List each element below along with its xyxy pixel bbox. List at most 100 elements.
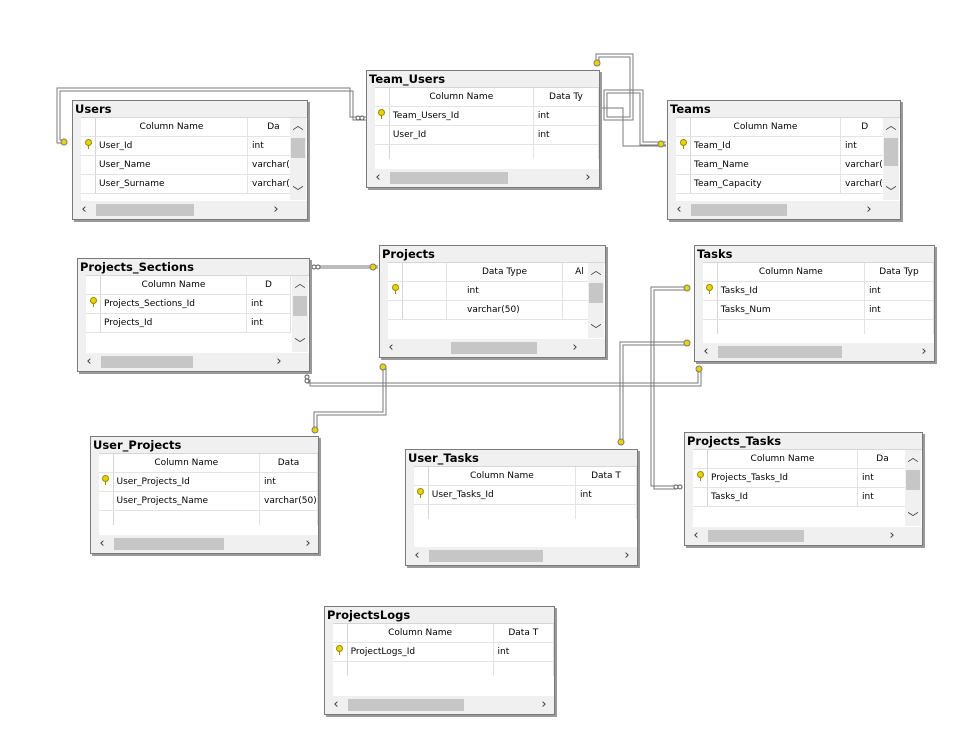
table-user-projects[interactable]: User_Projects Column Name Data User_Proj… <box>90 436 319 554</box>
table-row[interactable]: int <box>388 281 597 301</box>
scroll-thumb[interactable] <box>96 204 194 216</box>
chevron-up-icon[interactable]: ︿ <box>907 451 919 464</box>
chevron-left-icon[interactable]: ‹ <box>81 202 87 217</box>
table-row[interactable]: Tasks_Id int <box>703 281 934 301</box>
chevron-up-icon[interactable]: ︿ <box>590 264 602 277</box>
row-selector[interactable] <box>703 281 718 301</box>
row-selector[interactable] <box>676 174 691 194</box>
row-selector[interactable] <box>81 136 96 156</box>
chevron-down-icon[interactable]: ﹀ <box>294 337 306 350</box>
row-selector[interactable] <box>388 281 403 301</box>
scroll-thumb[interactable] <box>906 470 920 490</box>
row-selector[interactable] <box>693 487 708 507</box>
scroll-thumb[interactable] <box>691 204 787 216</box>
row-selector[interactable] <box>86 294 101 314</box>
row-selector[interactable] <box>676 155 691 175</box>
chevron-right-icon[interactable]: › <box>276 354 282 369</box>
row-selector[interactable] <box>676 136 691 156</box>
vertical-scrollbar[interactable]: ︿ ﹀ <box>290 118 306 200</box>
horizontal-scrollbar[interactable]: ‹ › <box>381 340 604 356</box>
chevron-up-icon[interactable]: ︿ <box>292 119 304 132</box>
table-row[interactable]: Projects_Sections_Id int <box>86 294 291 314</box>
table-row[interactable]: Tasks_Id int <box>693 487 908 507</box>
chevron-right-icon[interactable]: › <box>572 340 578 355</box>
row-selector[interactable] <box>703 300 718 320</box>
chevron-left-icon[interactable]: ‹ <box>676 202 682 217</box>
scroll-thumb[interactable] <box>429 550 543 562</box>
scroll-thumb[interactable] <box>451 342 537 354</box>
row-selector[interactable] <box>375 106 390 126</box>
chevron-left-icon[interactable]: ‹ <box>86 354 92 369</box>
table-row[interactable]: Team_Users_Id int <box>375 106 599 126</box>
horizontal-scrollbar[interactable]: ‹ › <box>407 548 636 564</box>
table-row[interactable]: Team_Name varchar(5 <box>676 155 890 175</box>
table-user-tasks[interactable]: User_Tasks Column Name Data T User_Tasks… <box>405 449 638 566</box>
scroll-thumb[interactable] <box>708 530 804 542</box>
table-row[interactable]: Team_Capacity varchar(5 <box>676 174 890 194</box>
scroll-thumb[interactable] <box>101 356 193 368</box>
chevron-down-icon[interactable]: ﹀ <box>907 511 919 524</box>
scroll-thumb[interactable] <box>718 346 842 358</box>
horizontal-scrollbar[interactable]: ‹ › <box>368 170 598 186</box>
chevron-up-icon[interactable]: ︿ <box>885 119 897 132</box>
row-selector[interactable] <box>375 125 390 145</box>
scroll-thumb[interactable] <box>348 699 464 711</box>
table-row[interactable]: User_Id int <box>81 136 300 156</box>
vertical-scrollbar[interactable]: ︿ ﹀ <box>292 276 308 352</box>
chevron-right-icon[interactable]: › <box>889 528 895 543</box>
chevron-left-icon[interactable]: ‹ <box>333 697 339 712</box>
row-selector[interactable] <box>81 174 96 194</box>
table-teams[interactable]: Teams Column Name D Team_Id int Team_Nam… <box>667 100 901 220</box>
horizontal-scrollbar[interactable]: ‹ › <box>669 202 899 218</box>
chevron-left-icon[interactable]: ‹ <box>99 536 105 551</box>
table-projects-logs[interactable]: ProjectsLogs Column Name Data T ProjectL… <box>324 606 555 715</box>
row-selector[interactable] <box>86 313 101 333</box>
horizontal-scrollbar[interactable]: ‹ › <box>74 202 306 218</box>
chevron-left-icon[interactable]: ‹ <box>414 548 420 563</box>
chevron-right-icon[interactable]: › <box>585 170 591 185</box>
table-row[interactable]: User_Id int <box>375 125 599 145</box>
table-projects-sections[interactable]: Projects_Sections Column Name D Projects… <box>77 258 310 372</box>
table-row[interactable]: User_Projects_Id int <box>99 472 318 492</box>
scroll-thumb[interactable] <box>293 296 307 316</box>
horizontal-scrollbar[interactable]: ‹ › <box>326 697 553 713</box>
table-row[interactable]: Projects_Tasks_Id int <box>693 468 908 488</box>
row-selector[interactable] <box>693 468 708 488</box>
table-row[interactable]: User_Surname varchar(5( <box>81 174 300 194</box>
scroll-thumb[interactable] <box>589 283 603 303</box>
table-row[interactable]: ProjectLogs_Id int <box>333 642 554 662</box>
chevron-right-icon[interactable]: › <box>541 697 547 712</box>
table-row[interactable]: Tasks_Num int <box>703 300 934 320</box>
chevron-left-icon[interactable]: ‹ <box>375 170 381 185</box>
chevron-up-icon[interactable]: ︿ <box>294 277 306 290</box>
chevron-left-icon[interactable]: ‹ <box>703 344 709 359</box>
row-selector[interactable] <box>99 491 114 511</box>
chevron-left-icon[interactable]: ‹ <box>388 340 394 355</box>
chevron-right-icon[interactable]: › <box>921 344 927 359</box>
vertical-scrollbar[interactable]: ︿ ﹀ <box>905 450 921 526</box>
table-tasks[interactable]: Tasks Column Name Data Typ Tasks_Id int … <box>694 245 935 362</box>
horizontal-scrollbar[interactable]: ‹ › <box>696 344 933 360</box>
table-projects-tasks[interactable]: Projects_Tasks Column Name Da Projects_T… <box>684 432 923 546</box>
chevron-down-icon[interactable]: ﹀ <box>292 185 304 198</box>
row-selector[interactable] <box>333 642 348 662</box>
vertical-scrollbar[interactable]: ︿ ﹀ <box>588 263 604 338</box>
scroll-thumb[interactable] <box>390 172 508 184</box>
chevron-down-icon[interactable]: ﹀ <box>885 185 897 198</box>
row-selector[interactable] <box>414 485 429 505</box>
row-selector[interactable] <box>81 155 96 175</box>
table-row[interactable]: varchar(50) <box>388 300 597 320</box>
chevron-right-icon[interactable]: › <box>624 548 630 563</box>
chevron-right-icon[interactable]: › <box>866 202 872 217</box>
table-users[interactable]: Users Column Name Da User_Id int User_Na… <box>72 100 308 220</box>
chevron-right-icon[interactable]: › <box>273 202 279 217</box>
scroll-thumb[interactable] <box>291 138 305 158</box>
row-selector[interactable] <box>388 300 403 320</box>
scroll-thumb[interactable] <box>884 138 898 166</box>
chevron-down-icon[interactable]: ﹀ <box>590 323 602 336</box>
table-projects[interactable]: Projects Data Type Al int varchar(50) <box>379 245 606 358</box>
row-selector[interactable] <box>99 472 114 492</box>
horizontal-scrollbar[interactable]: ‹ › <box>92 536 317 552</box>
horizontal-scrollbar[interactable]: ‹ › <box>686 528 921 544</box>
table-row[interactable]: Projects_Id int <box>86 313 291 333</box>
